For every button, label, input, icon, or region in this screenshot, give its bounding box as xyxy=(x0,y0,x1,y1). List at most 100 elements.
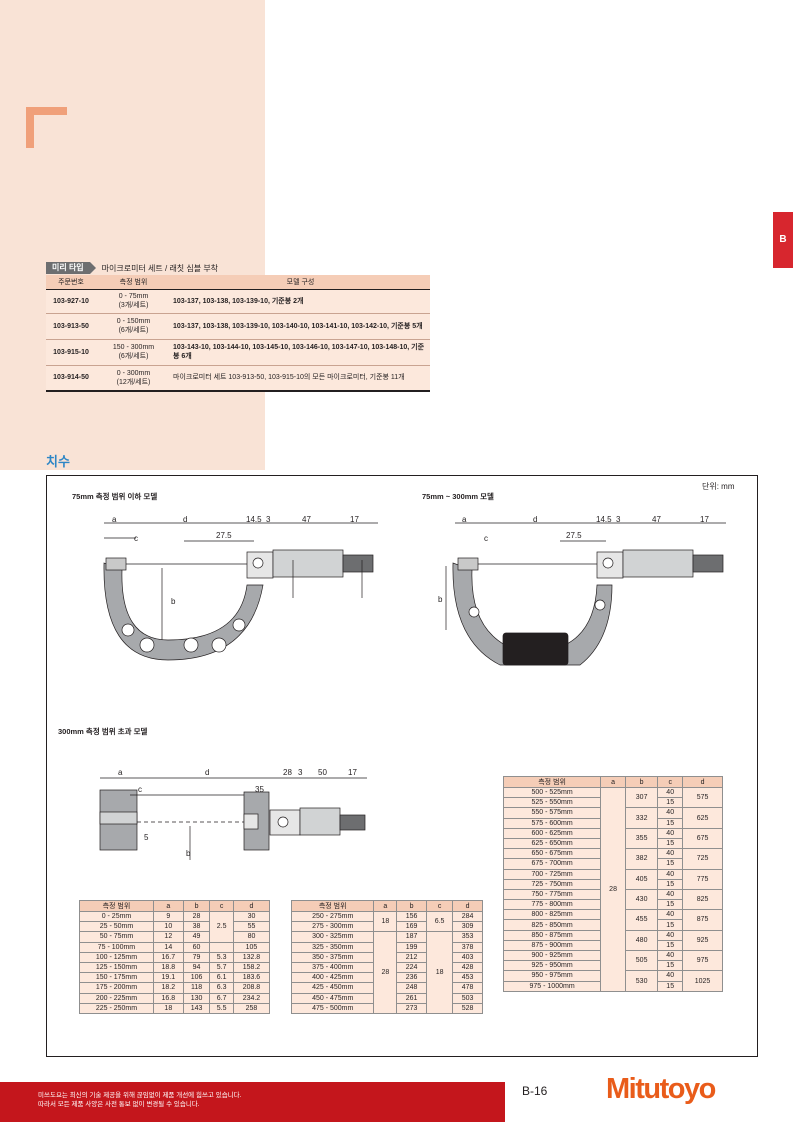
cell: 258 xyxy=(232,1002,271,1014)
cell: 405 xyxy=(624,868,659,890)
header-models: 모델 구성 xyxy=(171,275,430,290)
cell: 503 xyxy=(452,992,483,1004)
range-cell: 0 - 150mm(6개/세트) xyxy=(96,313,171,340)
cell: 224 xyxy=(396,961,427,974)
cell: 183.6 xyxy=(232,972,271,984)
cell: 208.8 xyxy=(232,982,271,994)
page-number: B-16 xyxy=(522,1084,548,1098)
cell xyxy=(209,941,234,953)
cell: 625 xyxy=(682,807,723,829)
cell: 212 xyxy=(396,951,427,963)
cell: 16.7 xyxy=(152,951,184,963)
brand-logo: Mitutoyo xyxy=(606,1073,716,1105)
table-row: 103-914-50 0 - 300mm(12개/세트) 마이크로미터 세트 1… xyxy=(46,365,430,392)
cell: 15 xyxy=(657,939,684,952)
cell: 236 xyxy=(396,972,427,984)
cell: 15 xyxy=(657,878,684,890)
cell: 455 xyxy=(624,909,659,931)
cell: 5.3 xyxy=(209,951,234,963)
cell: 150 - 175mm xyxy=(79,972,154,984)
cell: 453 xyxy=(452,972,483,984)
cell: 30 xyxy=(232,910,271,923)
cell: 175 - 200mm xyxy=(79,982,154,994)
range-count: (3개/세트) xyxy=(118,302,149,309)
cell: 79 xyxy=(182,951,211,963)
header-range: 측정 범위 xyxy=(290,900,375,912)
table-row: 103-927-10 0 - 75mm(3개/세트) 103-137, 103-… xyxy=(46,289,430,314)
cell: 225 - 250mm xyxy=(79,1002,154,1014)
cell: 400 - 425mm xyxy=(290,972,375,984)
cell: 28 xyxy=(182,910,211,923)
unit-label: 단위: mm xyxy=(702,482,735,491)
cell: 925 xyxy=(682,929,723,952)
subtitle-small: 75mm 측정 범위 이하 모델 xyxy=(72,492,158,501)
cell: 15 xyxy=(657,919,684,931)
section-tab[interactable]: B xyxy=(773,212,793,268)
cell: 50 - 75mm xyxy=(79,931,154,943)
range-value: 0 - 150mm xyxy=(116,318,151,325)
header-b: b xyxy=(396,900,427,912)
cell: 125 - 150mm xyxy=(79,961,154,974)
cell: 850 - 875mm xyxy=(502,929,602,941)
cell: 378 xyxy=(452,941,483,953)
range-value: 150 - 300mm xyxy=(112,344,155,351)
cell: 353 xyxy=(452,931,483,943)
header-c: c xyxy=(425,900,454,912)
cell: 40 xyxy=(657,888,684,901)
models-cell: 103-137, 103-138, 103-139-10, 103-140-10… xyxy=(171,313,430,340)
cell: 6.1 xyxy=(209,972,234,984)
cell: 199 xyxy=(396,941,427,953)
header-range: 측정 범위 xyxy=(502,776,602,788)
subtitle-medium: 75mm ~ 300mm 모델 xyxy=(422,492,494,501)
arrow-icon xyxy=(89,262,96,274)
cell: 950 - 975mm xyxy=(502,970,602,982)
cell: 1025 xyxy=(682,970,723,992)
cell: 40 xyxy=(657,868,684,880)
cell: 505 xyxy=(624,949,659,972)
cell: 475 - 500mm xyxy=(290,1002,375,1014)
cell: 19.1 xyxy=(152,972,184,984)
cell: 309 xyxy=(452,921,483,933)
cell: 94 xyxy=(182,961,211,974)
cell: 307 xyxy=(624,786,659,809)
header-range: 측정 범위 xyxy=(96,275,171,290)
cell: 169 xyxy=(396,921,427,933)
cell: 925 - 950mm xyxy=(502,960,602,972)
cell: 130 xyxy=(182,992,211,1004)
cell: 975 - 1000mm xyxy=(502,980,602,992)
cell: 18 xyxy=(152,1002,184,1014)
order-code: 103-914-50 xyxy=(46,365,96,392)
header-c: c xyxy=(209,900,234,912)
models-cell: 103-137, 103-138, 103-139-10, 기준봉 2개 xyxy=(171,289,430,314)
cell: 9 xyxy=(152,910,184,923)
cell: 105 xyxy=(232,941,271,953)
cell: 600 - 625mm xyxy=(502,827,602,839)
cell: 332 xyxy=(624,807,659,829)
cell: 480 xyxy=(624,929,659,952)
cell: 525 - 550mm xyxy=(502,797,602,809)
cell: 261 xyxy=(396,992,427,1004)
cell: 55 xyxy=(232,921,271,933)
cell: 75 - 100mm xyxy=(79,941,154,953)
header-b: b xyxy=(182,900,211,912)
range-count: (6개/세트) xyxy=(118,353,149,360)
cell: 15 xyxy=(657,960,684,972)
header-a: a xyxy=(152,900,184,912)
cell: 40 xyxy=(657,929,684,941)
cell: 18 xyxy=(373,910,398,933)
cell: 450 - 475mm xyxy=(290,992,375,1004)
models-cell: 103-143-10, 103-144-10, 103-145-10, 103-… xyxy=(171,339,430,366)
